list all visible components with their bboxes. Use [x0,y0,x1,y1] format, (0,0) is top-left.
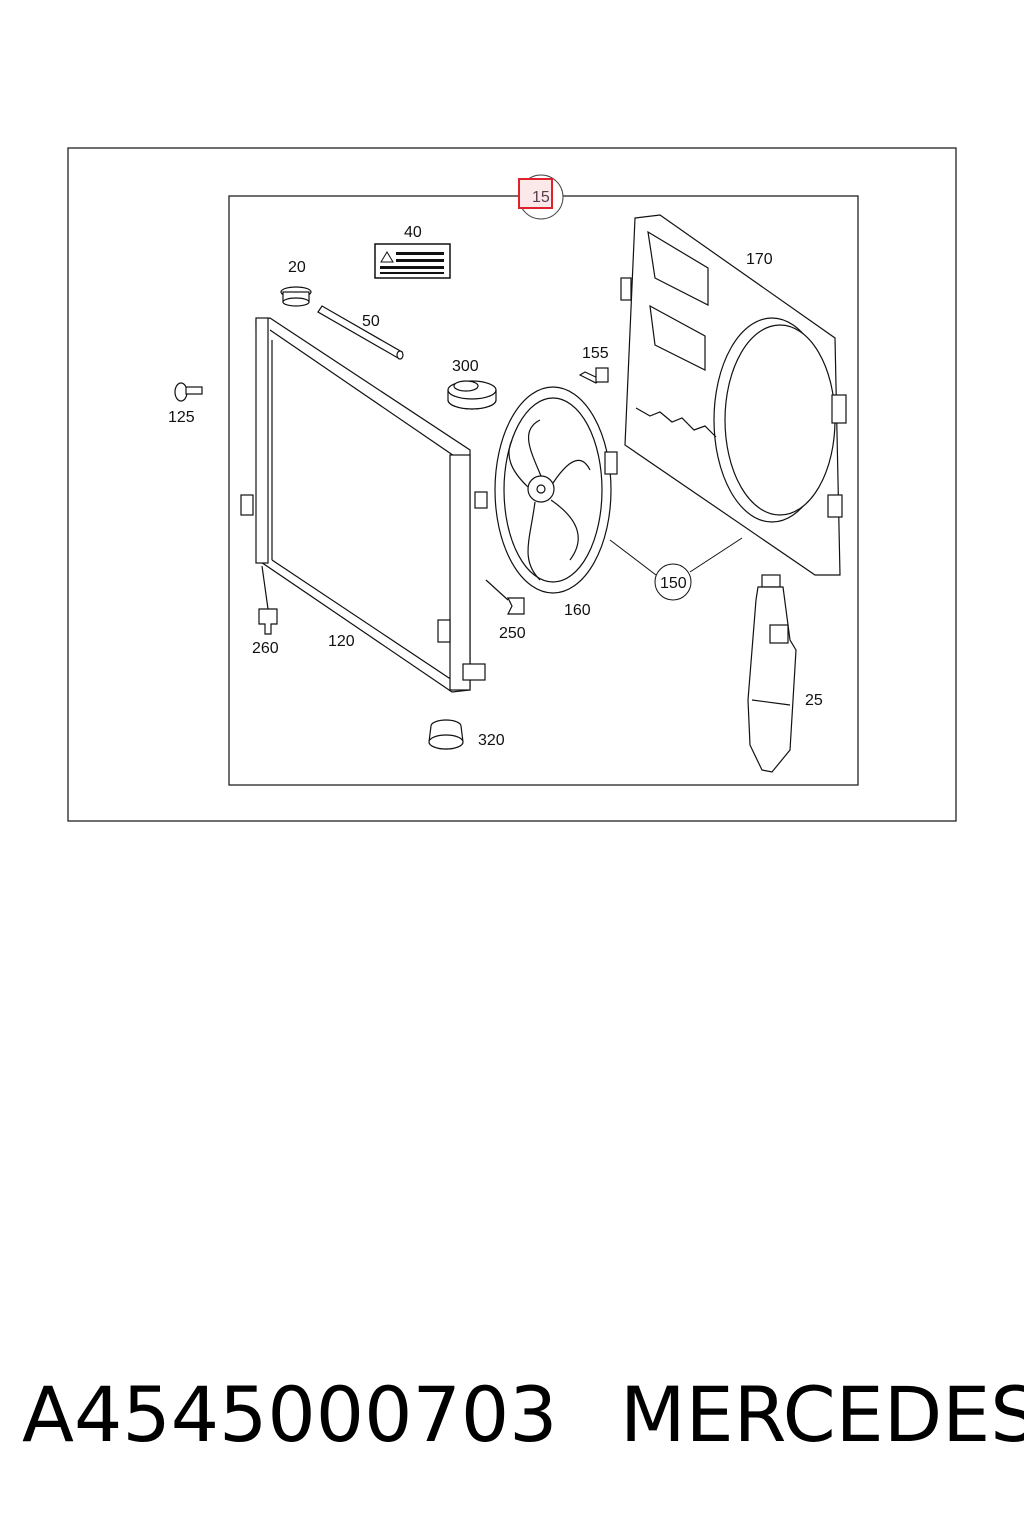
callout-320: 320 [478,732,505,749]
callout-155: 155 [582,345,609,362]
radiator-cap-part [280,286,312,307]
callout-20: 20 [288,259,306,276]
coolant-reservoir-part [747,574,797,773]
rubber-mount-top-part [447,380,497,410]
highlight-box[interactable] [518,178,553,209]
callout-260: 260 [252,640,279,657]
callout-250: 250 [499,625,526,642]
outer-frame [67,147,957,822]
callout-170: 170 [746,251,773,268]
product-caption: A4545000703 MERCEDES [22,1370,1024,1470]
callout-40: 40 [404,224,422,241]
warning-label-part [374,243,451,279]
rubber-mount-bottom-part [428,719,464,750]
clip-part [485,579,525,615]
fan-part [494,386,618,594]
callout-15: 15 [532,189,550,206]
fan-shroud-part [620,214,847,576]
drain-plug-part [258,565,278,635]
parts-diagram: 15 40 20 50 170 155 300 125 150 160 250 … [67,147,957,822]
radiator-part [240,317,488,693]
callout-25: 25 [805,692,823,709]
callout-300: 300 [452,358,479,375]
callout-50: 50 [362,313,380,330]
brand-name: MERCEDES [620,1370,1024,1459]
screw-part [174,382,203,402]
callout-150: 150 [660,575,687,592]
part-number: A4545000703 [22,1370,558,1459]
callout-120: 120 [328,633,355,650]
rod-part [317,305,404,360]
callout-circle-150 [654,563,692,601]
leader-line [609,539,657,576]
callout-125: 125 [168,409,195,426]
bolt-part [578,367,609,384]
leader-line [689,537,743,573]
callout-160: 160 [564,602,591,619]
